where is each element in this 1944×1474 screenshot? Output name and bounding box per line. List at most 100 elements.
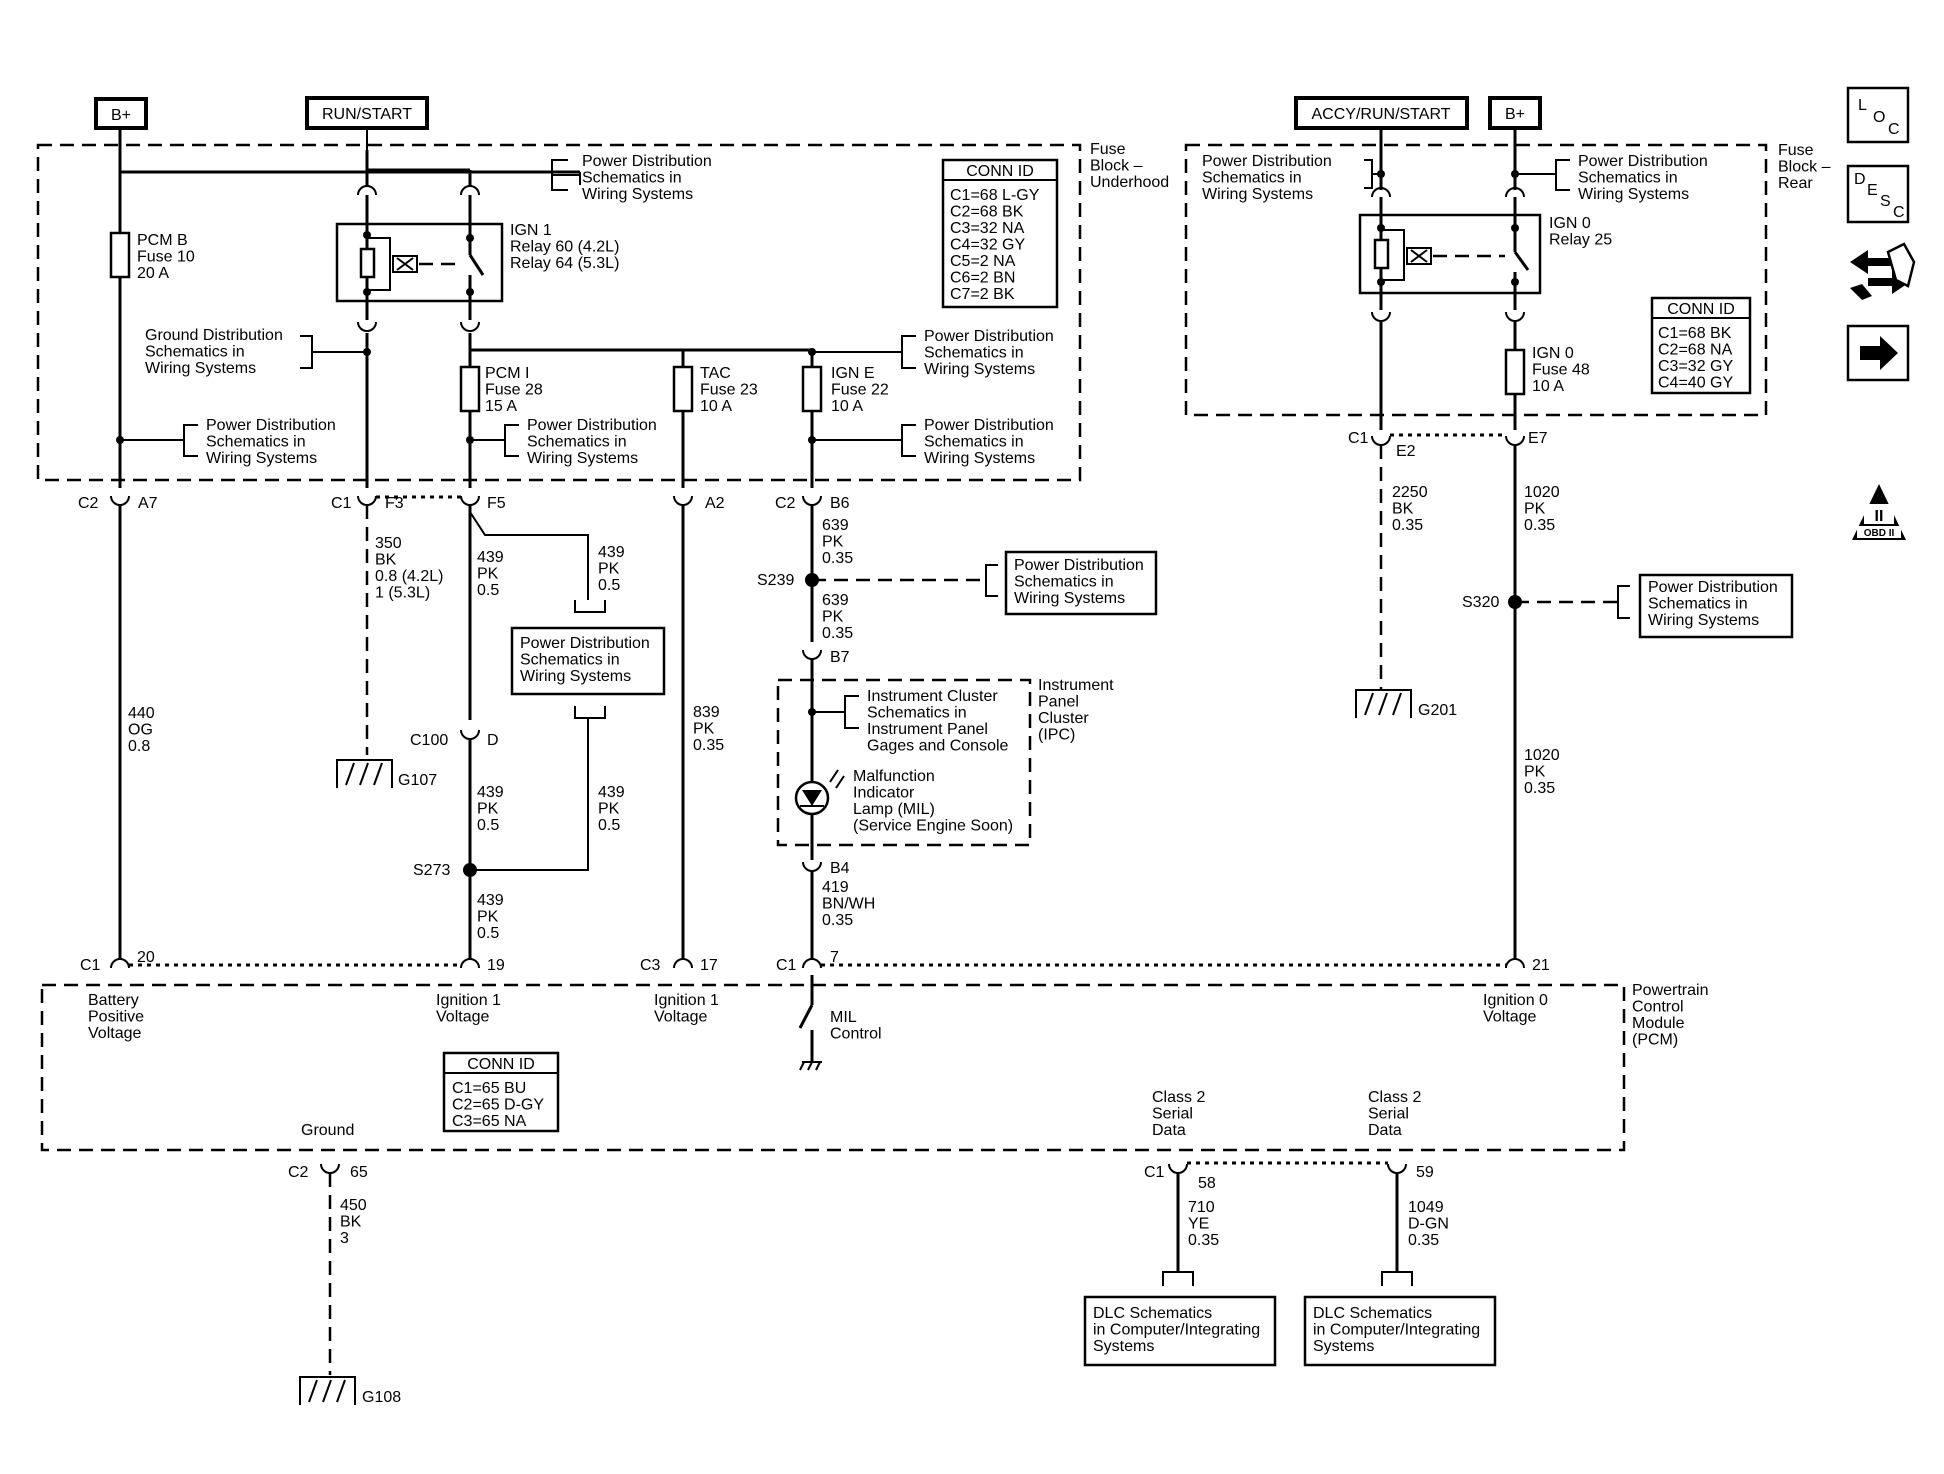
svg-text:RUN/START: RUN/START [322, 106, 412, 123]
svg-text:CONN ID: CONN ID [966, 163, 1034, 180]
svg-text:CONN ID: CONN ID [1667, 301, 1735, 318]
svg-text:L: L [1858, 97, 1867, 114]
svg-text:B7: B7 [830, 649, 850, 666]
svg-text:C2: C2 [78, 495, 99, 512]
dlc-ref-b [1303, 1295, 1497, 1367]
svg-text:21: 21 [1532, 957, 1550, 974]
fuse-block-underhood-boundary [36, 143, 1082, 482]
svg-text:B4: B4 [830, 860, 850, 877]
bplus-left-source: B+ [94, 97, 148, 130]
svg-text:G107: G107 [398, 772, 437, 789]
svg-text:E7: E7 [1528, 430, 1548, 447]
svg-text:E2: E2 [1396, 443, 1416, 460]
svg-text:E: E [1867, 182, 1878, 199]
svg-text:B+: B+ [111, 107, 131, 124]
svg-text:C1: C1 [331, 495, 352, 512]
splice-s273 [463, 863, 477, 877]
tac-fuse [672, 365, 694, 413]
svg-text:A2: A2 [705, 495, 725, 512]
ign0-fuse [1504, 348, 1526, 396]
svg-text:C1: C1 [80, 957, 101, 974]
ign1-relay [335, 150, 504, 332]
svg-text:CONN ID: CONN ID [467, 1056, 535, 1073]
svg-text:S273: S273 [413, 862, 450, 879]
svg-text:OBD II: OBD II [1864, 528, 1895, 539]
svg-text:19: 19 [487, 957, 505, 974]
svg-text:F5: F5 [487, 495, 506, 512]
accy-run-start-source: ACCY/RUN/START [1294, 96, 1469, 130]
diagnostic-tool-icon[interactable] [1850, 242, 1916, 300]
ground-g107-icon [336, 759, 393, 788]
svg-text:C1: C1 [1348, 430, 1369, 447]
svg-text:58: 58 [1198, 1175, 1216, 1192]
ign0-relay [1358, 213, 1542, 295]
svg-text:O: O [1873, 109, 1885, 126]
svg-text:G201: G201 [1418, 702, 1457, 719]
ipc-boundary [776, 678, 1032, 847]
desc-icon[interactable]: D E S C [1846, 164, 1910, 224]
svg-text:S239: S239 [757, 572, 794, 589]
svg-text:D: D [487, 732, 499, 749]
svg-text:C1: C1 [1144, 1164, 1165, 1181]
svg-text:B+: B+ [1505, 106, 1525, 123]
loc-icon[interactable]: L O C [1846, 86, 1910, 144]
bplus-right-source: B+ [1488, 96, 1542, 130]
svg-text:C2: C2 [288, 1164, 309, 1181]
svg-text:G108: G108 [362, 1389, 401, 1406]
svg-text:II: II [1875, 508, 1884, 525]
dlc-ref-a [1083, 1295, 1277, 1367]
svg-text:F3: F3 [385, 495, 404, 512]
svg-text:Ground: Ground [301, 1122, 354, 1139]
pcm-i-fuse [459, 365, 481, 413]
next-arrow-icon[interactable] [1846, 324, 1910, 382]
svg-text:C: C [1893, 204, 1905, 221]
svg-text:C: C [1888, 121, 1900, 138]
pcm-boundary [40, 983, 1626, 1152]
svg-text:7: 7 [830, 949, 839, 966]
ign-e-fuse [801, 365, 823, 413]
fuse-block-rear-boundary [1184, 143, 1768, 417]
svg-text:D: D [1854, 171, 1866, 188]
